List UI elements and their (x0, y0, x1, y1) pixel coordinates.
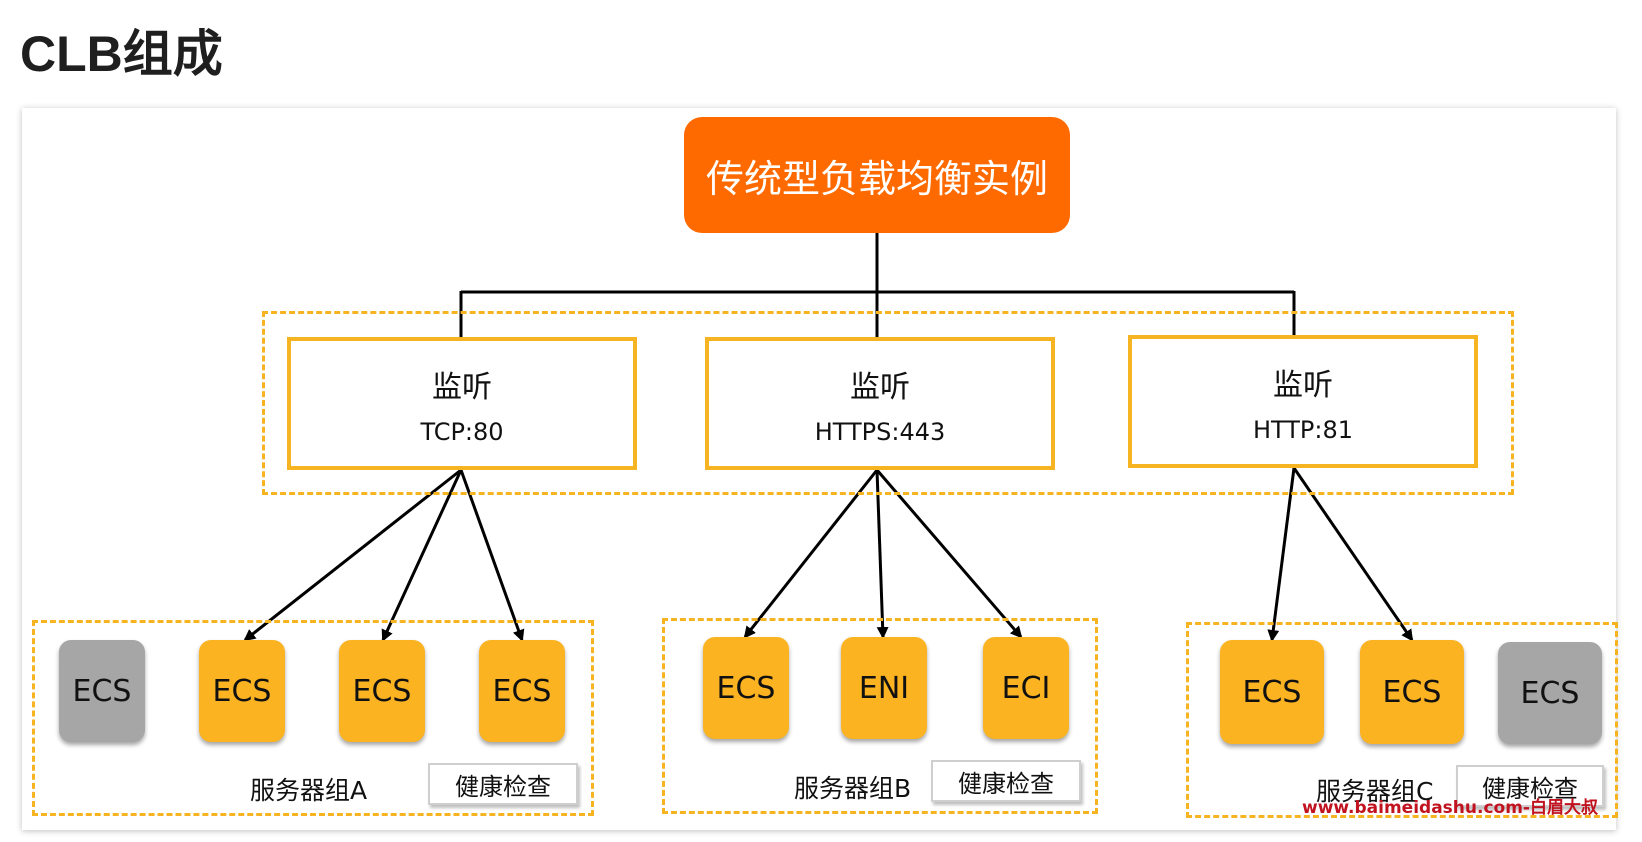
server-node-a-4: ECS (479, 640, 565, 742)
server-group-b-label: 服务器组B (794, 774, 912, 803)
listener-protocol: HTTP:81 (1252, 415, 1354, 444)
server-node-a-2: ECS (199, 640, 285, 742)
listener-title: 监听 (850, 369, 910, 405)
server-node-c-3: ECS (1498, 642, 1602, 744)
listener-protocol: HTTPS:443 (814, 417, 946, 446)
server-node-a-3: ECS (339, 640, 425, 742)
arrow-b-2 (875, 469, 889, 639)
server-group-c-box (1186, 622, 1618, 818)
server-group-c-label: 服务器组C (1316, 777, 1434, 806)
arrow-c-1 (1267, 467, 1296, 642)
server-node-c-2: ECS (1360, 640, 1464, 744)
listener-tcp-80: 监听 TCP:80 (287, 337, 637, 470)
listener-title: 监听 (1273, 367, 1333, 403)
health-check-a-box: 健康检查 (428, 763, 578, 805)
health-check-b-box: 健康检查 (931, 760, 1081, 802)
server-node-a-1: ECS (59, 640, 145, 742)
arrow-b-3 (875, 469, 1023, 639)
watermark-text: www.baimeidashu.com-白眉大叔 (1302, 798, 1598, 818)
server-group-b-box (662, 618, 1098, 814)
arrow-a-3 (381, 469, 463, 642)
server-node-b-1: ECS (703, 637, 789, 739)
server-group-a-box (32, 620, 594, 816)
arrow-b-1 (743, 469, 879, 639)
listener-https-443: 监听 HTTPS:443 (705, 337, 1055, 470)
page-title: CLB组成 (20, 26, 223, 82)
server-node-c-1: ECS (1220, 640, 1324, 744)
listener-title: 监听 (432, 369, 492, 405)
listener-group-box (262, 311, 1514, 495)
arrow-c-2 (1292, 467, 1414, 642)
server-node-b-2: ENI (841, 637, 927, 739)
listener-http-81: 监听 HTTP:81 (1128, 335, 1478, 468)
arrow-a-2 (243, 468, 462, 642)
arrow-a-4 (459, 469, 525, 642)
clb-instance-box: 传统型负载均衡实例 (684, 117, 1070, 233)
server-group-a-label: 服务器组A (250, 776, 368, 805)
listener-protocol: TCP:80 (420, 417, 504, 446)
server-node-b-3: ECI (983, 637, 1069, 739)
health-check-c-box: 健康检查 (1456, 765, 1604, 807)
